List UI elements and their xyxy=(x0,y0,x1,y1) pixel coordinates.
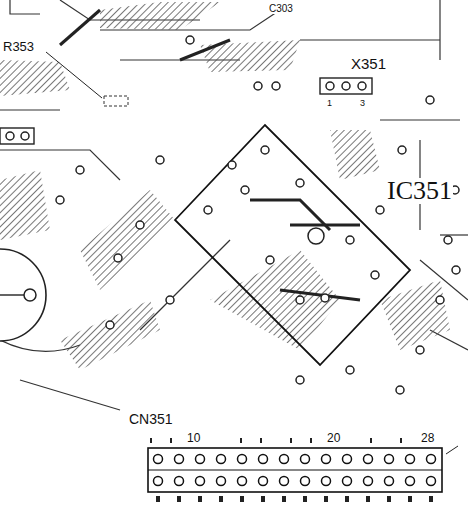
pin-number: 10 xyxy=(186,432,201,444)
pin-number: 3 xyxy=(359,99,366,108)
part-label: CN351 xyxy=(128,412,174,426)
pin-number: 20 xyxy=(326,432,341,444)
part-label: R353 xyxy=(2,40,35,53)
pin-number: 28 xyxy=(420,432,435,444)
part-label: C303 xyxy=(268,4,294,14)
part-label: IC351 xyxy=(386,178,453,204)
part-label: X351 xyxy=(350,56,387,71)
pin-number: 1 xyxy=(326,99,333,108)
